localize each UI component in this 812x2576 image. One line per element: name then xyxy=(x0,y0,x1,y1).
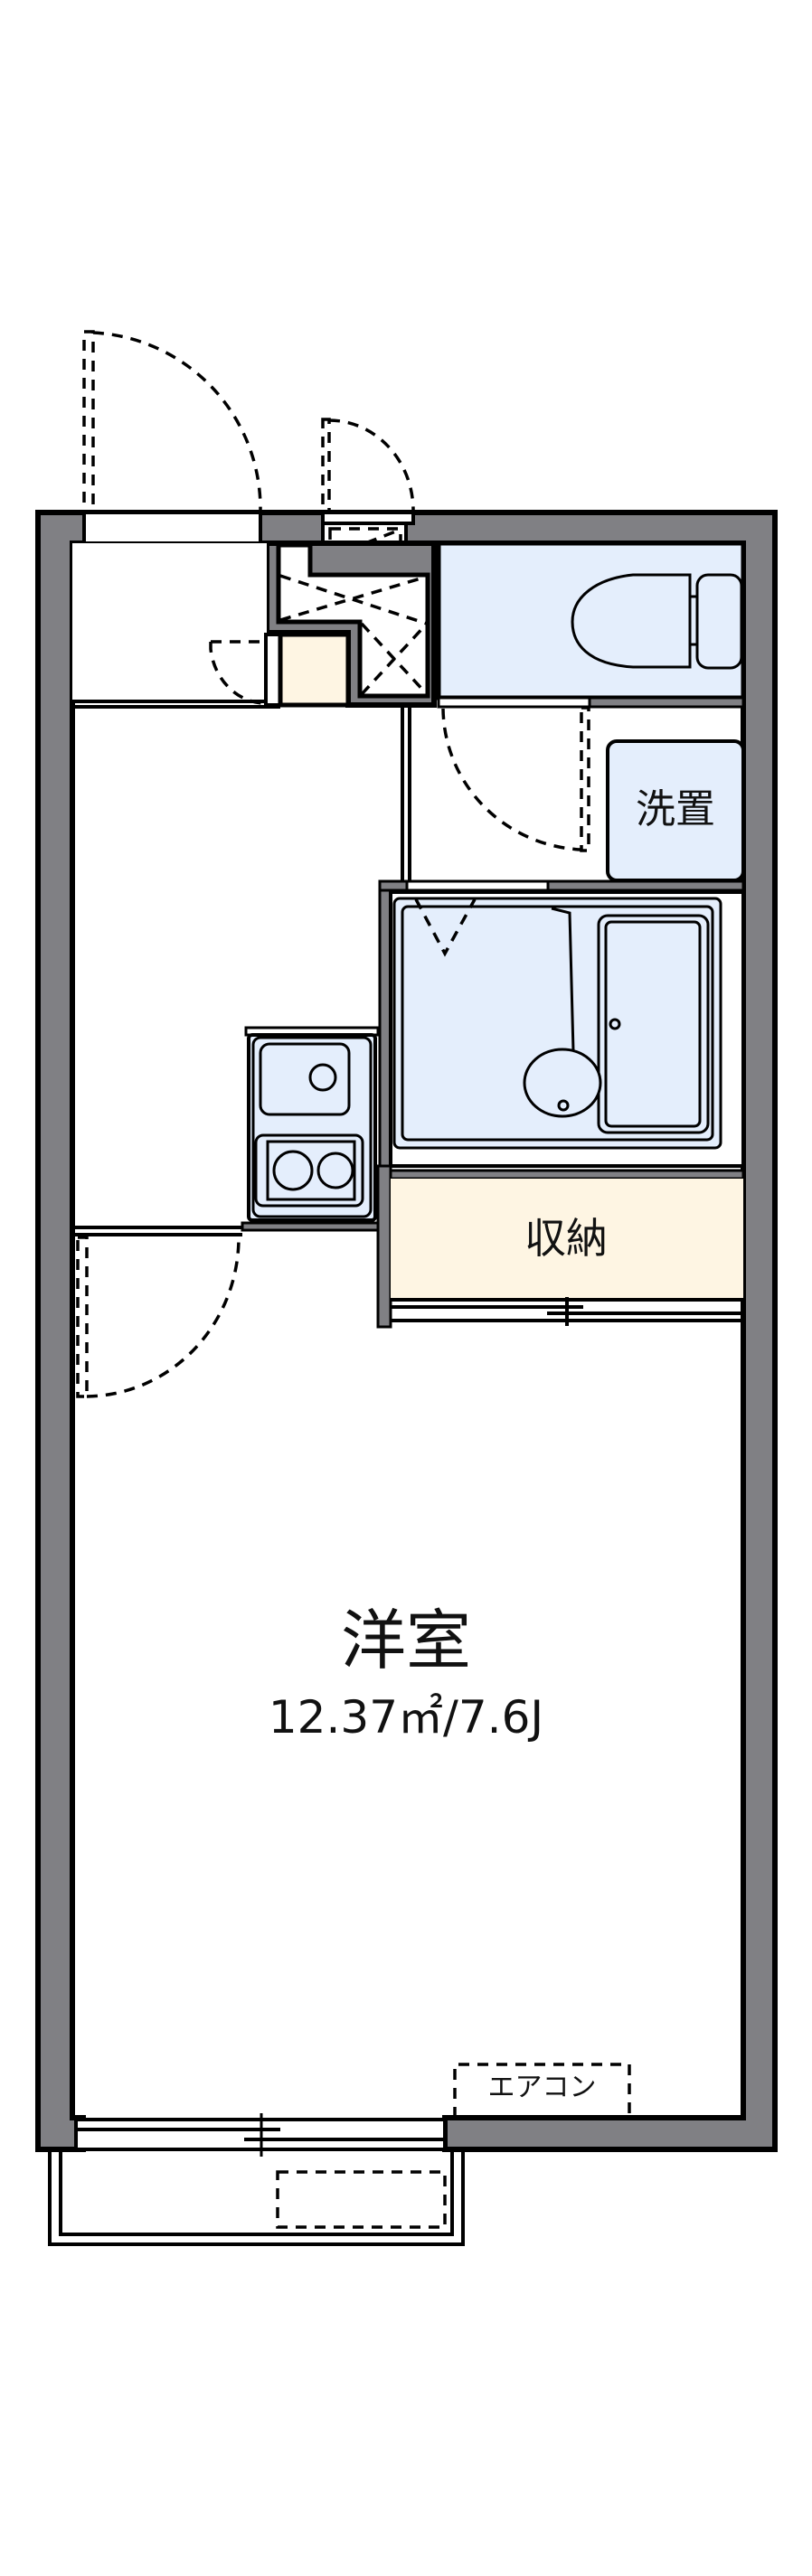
room-name-label: 洋室 xyxy=(340,1603,471,1678)
entrance xyxy=(72,543,351,709)
toilet-room xyxy=(436,541,746,709)
shoe-closet xyxy=(278,632,351,708)
storage-closet xyxy=(389,1169,745,1326)
aircon-label: エアコン xyxy=(487,2072,597,2103)
corridor xyxy=(401,706,590,895)
stove xyxy=(254,1133,364,1208)
bathroom xyxy=(378,879,745,1180)
room-area-label: 12.37㎡/7.6J xyxy=(268,1691,544,1744)
toilet-tank xyxy=(695,573,743,670)
toilet-bowl xyxy=(571,573,692,669)
sink xyxy=(259,1042,351,1116)
washer-label: 洗置 xyxy=(636,786,715,832)
aircon-box xyxy=(453,2063,631,2118)
room-door xyxy=(74,1226,242,1398)
washbasin xyxy=(523,1048,602,1118)
balcony xyxy=(48,2149,465,2246)
storage-label: 収納 xyxy=(524,1214,608,1263)
kitchen xyxy=(241,1026,392,1329)
balcony-window xyxy=(74,2113,447,2157)
front-door xyxy=(82,330,262,545)
outdoor-unit xyxy=(276,2170,447,2229)
